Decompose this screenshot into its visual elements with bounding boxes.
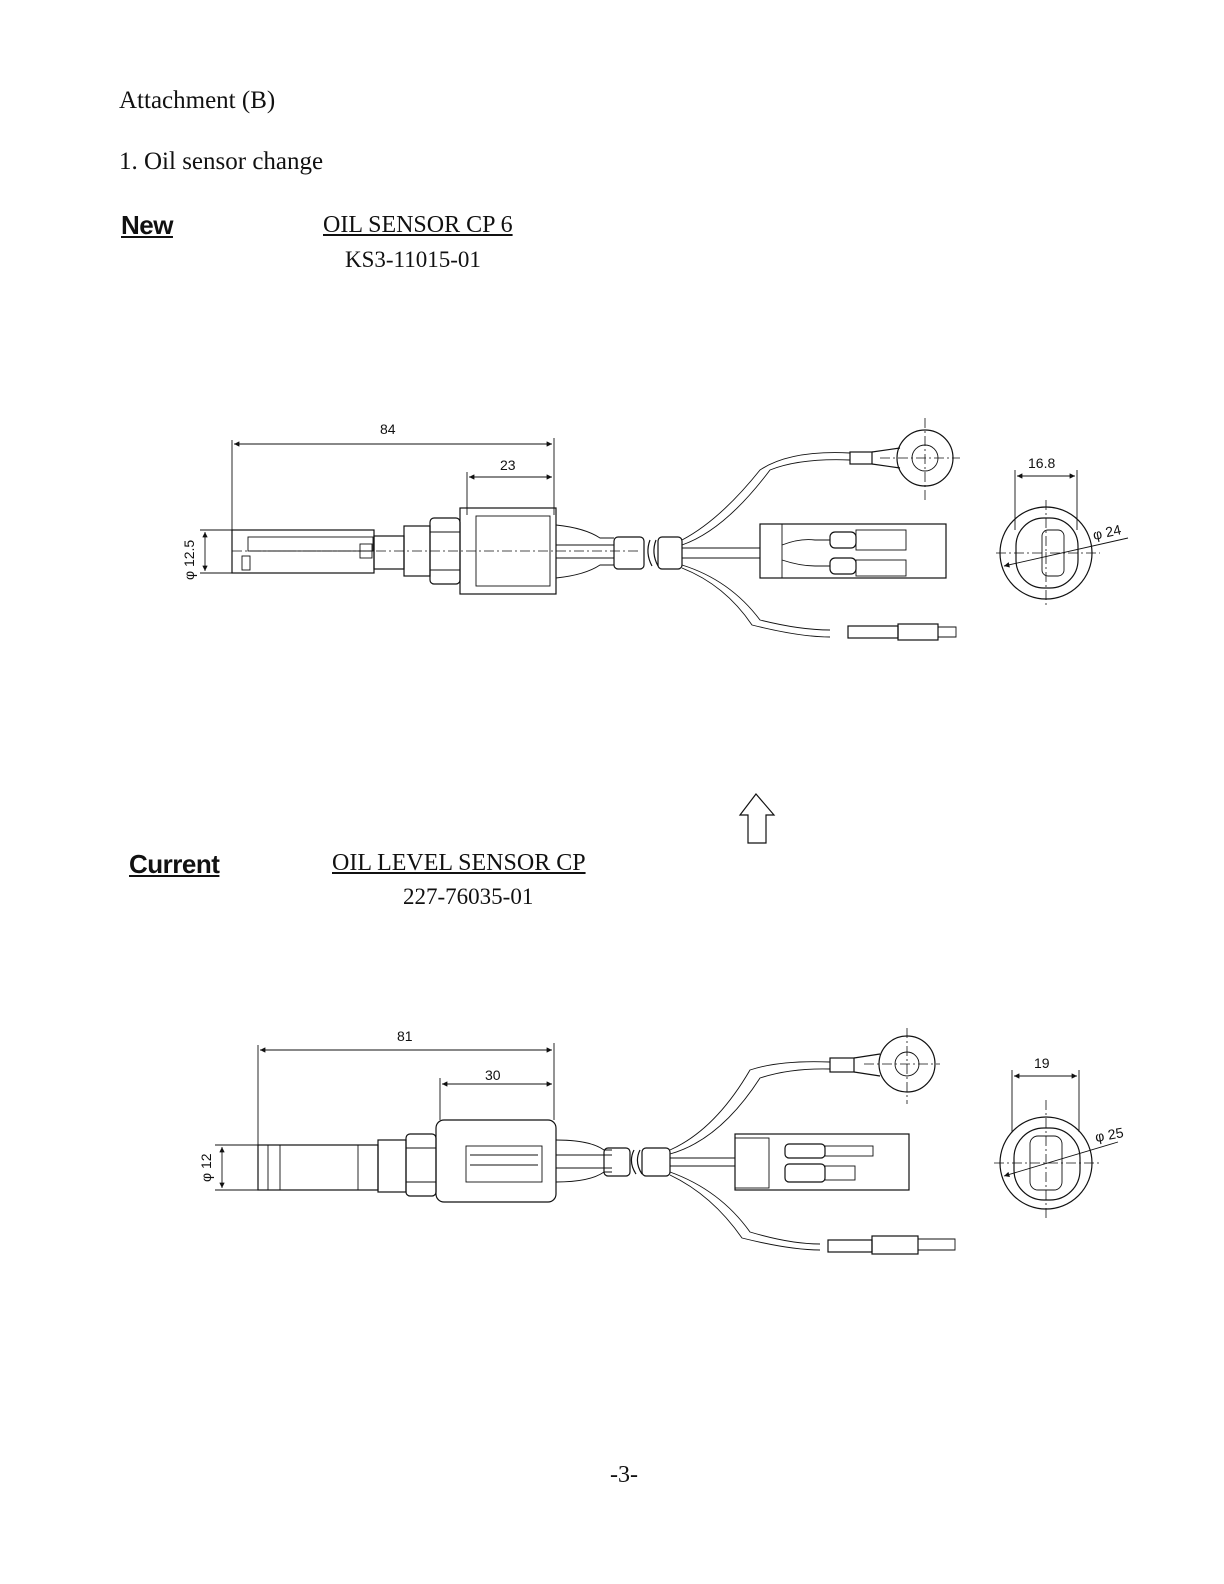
new-dim-dia: φ 12.5 (181, 540, 197, 580)
new-dim-outer-dia: φ 24 (1091, 521, 1122, 543)
new-dim-width: 16.8 (1028, 455, 1055, 471)
up-arrow-icon (740, 794, 774, 843)
current-dim-outer-dia: φ 25 (1094, 1124, 1125, 1145)
new-dim-body: 23 (500, 457, 516, 473)
new-sensor-drawing: 84 23 φ 12.5 (181, 418, 1128, 640)
current-dim-width: 19 (1034, 1055, 1050, 1071)
new-dim-length: 84 (380, 421, 396, 437)
current-dim-dia: φ 12 (198, 1153, 214, 1182)
current-sensor-drawing: 81 30 φ 12 (198, 1028, 1125, 1254)
current-dim-body: 30 (485, 1067, 501, 1083)
current-dim-length: 81 (397, 1028, 413, 1044)
